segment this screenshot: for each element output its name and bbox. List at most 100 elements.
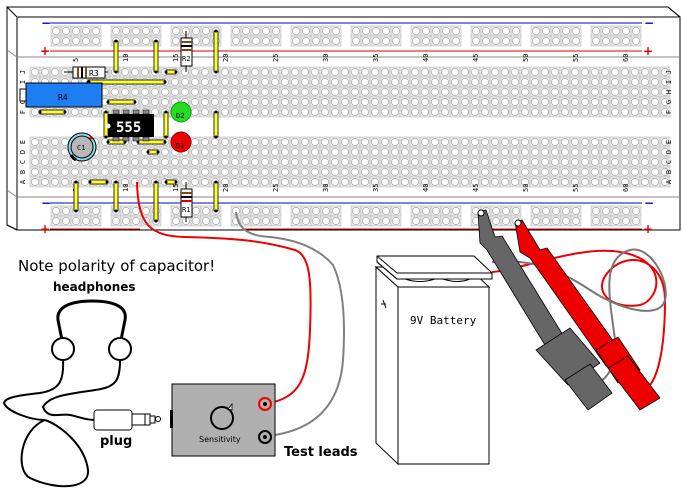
row-label: G: [19, 100, 27, 104]
hole-socket: [72, 27, 80, 35]
hole-socket: [471, 168, 479, 176]
black-probe[interactable]: [477, 209, 613, 411]
jumper-wire[interactable]: [153, 39, 159, 74]
column-label: 25: [272, 54, 280, 62]
hole-socket: [241, 158, 249, 166]
jumper-wire[interactable]: [136, 139, 167, 145]
column-label: 35: [372, 54, 380, 62]
hole-socket: [191, 148, 199, 156]
hole-socket: [441, 148, 449, 156]
hole-socket: [421, 148, 429, 156]
hole-socket: [191, 168, 199, 176]
jumper-wire[interactable]: [164, 179, 178, 185]
hole-socket: [381, 168, 389, 176]
jumper-wire[interactable]: [113, 180, 119, 213]
red-probe[interactable]: [514, 219, 661, 411]
hole-socket: [491, 148, 499, 156]
ic-555[interactable]: 555: [105, 109, 155, 142]
hole-socket: [551, 78, 559, 86]
row-label: E: [19, 140, 27, 144]
hole-socket: [291, 158, 299, 166]
hole-socket: [281, 78, 289, 86]
hole-socket: [471, 88, 479, 96]
jumper-wire[interactable]: [163, 110, 169, 139]
sensitivity-knob[interactable]: [210, 402, 234, 430]
hole-socket: [321, 98, 329, 106]
hole-socket: [151, 108, 159, 116]
jumper-wire[interactable]: [153, 180, 159, 223]
hole-socket: [471, 158, 479, 166]
hole-socket: [451, 158, 459, 166]
hole-socket: [481, 108, 489, 116]
detector-box: [170, 383, 276, 457]
hole-socket: [191, 178, 199, 186]
jumper-wire[interactable]: [73, 180, 79, 213]
jumper-wire[interactable]: [213, 29, 219, 74]
hole-socket: [571, 108, 579, 116]
led-d1[interactable]: D1: [170, 131, 192, 153]
hole-socket: [392, 217, 400, 225]
hole-socket: [261, 138, 269, 146]
jumper-wire[interactable]: [213, 110, 219, 139]
hole-socket: [651, 168, 659, 176]
hole-socket: [641, 148, 649, 156]
hole-socket: [221, 108, 229, 116]
hole-socket: [261, 78, 269, 86]
c1-label: C1: [77, 144, 85, 152]
hole-socket: [421, 138, 429, 146]
resistor-r1[interactable]: R1: [180, 182, 193, 222]
jumper-wire[interactable]: [88, 179, 109, 185]
hole-socket: [152, 27, 160, 35]
hole-socket: [101, 148, 109, 156]
led-d2[interactable]: D2: [170, 101, 192, 123]
hole-socket: [261, 108, 269, 116]
hole-socket: [581, 108, 589, 116]
hole-socket: [422, 207, 430, 215]
column-label: 60: [622, 184, 630, 192]
jumper-wire[interactable]: [213, 180, 219, 213]
resistor-r3[interactable]: R3: [64, 66, 108, 79]
hole-socket: [531, 168, 539, 176]
hole-socket: [221, 158, 229, 166]
jumper-wire[interactable]: [106, 99, 137, 105]
jumper-wire[interactable]: [113, 39, 119, 74]
hole-socket: [261, 88, 269, 96]
hole-socket: [271, 158, 279, 166]
hole-socket: [611, 178, 619, 186]
potentiometer-r4[interactable]: R4: [19, 82, 103, 108]
hole-socket: [521, 108, 529, 116]
hole-socket: [281, 168, 289, 176]
hole-socket: [381, 138, 389, 146]
hole-socket: [621, 88, 629, 96]
jumper-wire[interactable]: [146, 149, 160, 155]
hole-socket: [121, 148, 129, 156]
hole-socket: [491, 88, 499, 96]
hole-socket: [361, 158, 369, 166]
hole-socket: [341, 138, 349, 146]
hole-socket: [312, 207, 320, 215]
hole-socket: [571, 158, 579, 166]
jumper-wire[interactable]: [38, 109, 67, 115]
hole-socket: [352, 37, 360, 45]
hole-socket: [212, 217, 220, 225]
hole-socket: [341, 168, 349, 176]
black-jack[interactable]: [258, 430, 272, 444]
hole-socket: [491, 68, 499, 76]
capacitor-c1[interactable]: C1: [67, 132, 97, 162]
hole-socket: [321, 88, 329, 96]
hole-socket: [262, 217, 270, 225]
hole-socket: [551, 178, 559, 186]
hole-socket: [431, 158, 439, 166]
hole-socket: [51, 138, 59, 146]
resistor-r2[interactable]: R2: [180, 31, 193, 72]
hole-socket: [392, 37, 400, 45]
hole-socket: [271, 168, 279, 176]
hole-socket: [552, 217, 560, 225]
hole-socket: [601, 148, 609, 156]
jumper-wire[interactable]: [164, 69, 178, 75]
hole-socket: [391, 138, 399, 146]
red-jack[interactable]: [258, 397, 272, 411]
hole-socket: [521, 178, 529, 186]
hole-socket: [201, 108, 209, 116]
hole-socket: [361, 68, 369, 76]
